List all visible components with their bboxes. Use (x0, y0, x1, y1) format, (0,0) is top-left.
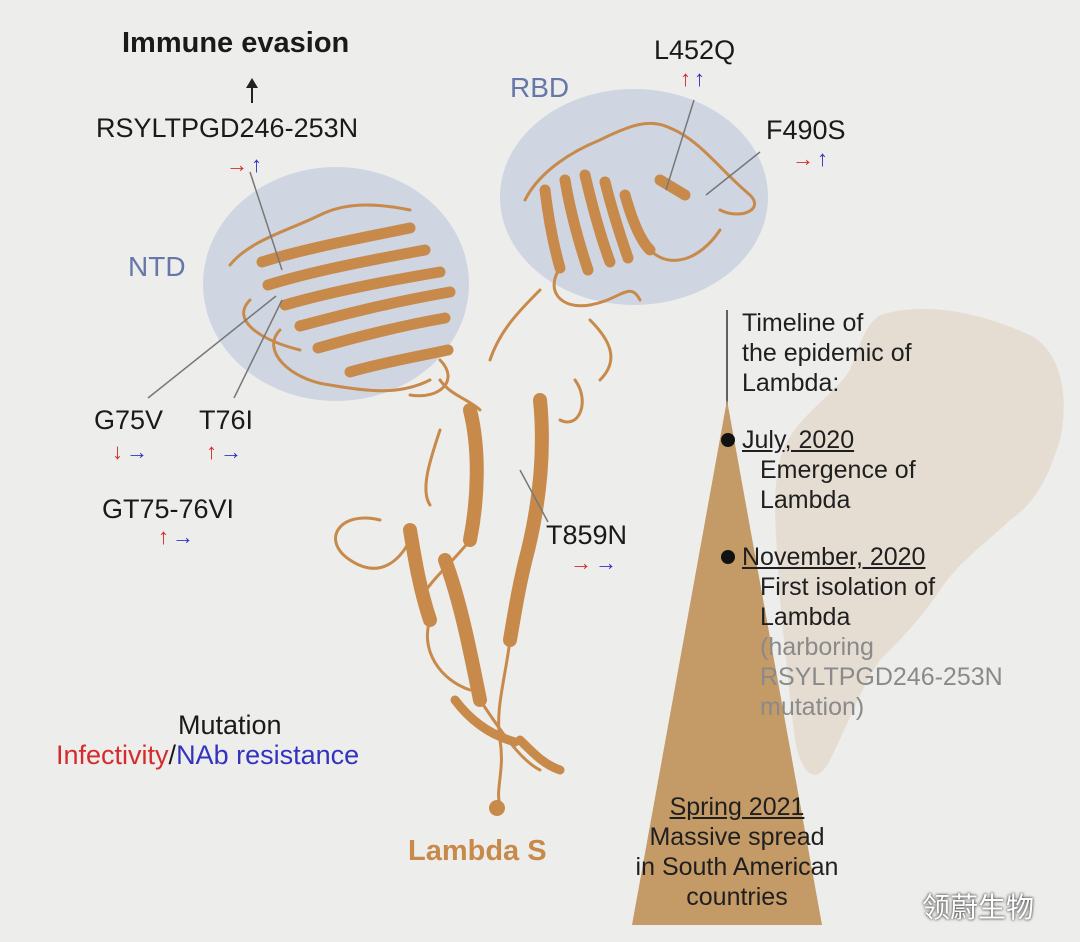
spring-line: Massive spread (649, 823, 825, 851)
leader-lines (147, 99, 761, 523)
spring-line: in South American (635, 853, 839, 881)
l452q-effect-arrows: ↑↑ (680, 66, 708, 92)
event-date: July, 2020 (742, 426, 855, 454)
spread-cone (632, 400, 822, 925)
event-note: mutation) (760, 693, 865, 721)
spring-line: countries (686, 883, 788, 911)
nab-right-arrow-icon: → (595, 550, 620, 575)
event-line: Lambda (760, 603, 851, 631)
timeline-event-july-2020: July, 2020 Emergence of Lambda (742, 425, 916, 515)
t859n-effect-arrows: →→ (570, 550, 620, 576)
lambda-s-label: Lambda S (408, 835, 547, 867)
timeline-dot-july-2020 (721, 433, 735, 447)
mutation-g75v: G75V (94, 405, 164, 435)
timeline-spring-2021: Spring 2021 Massive spread in South Amer… (602, 792, 872, 912)
rbd-label: RBD (510, 72, 570, 103)
legend-title: Mutation (178, 710, 282, 740)
infectivity-right-arrow-icon: → (792, 146, 817, 171)
nab-right-arrow-icon: → (220, 439, 245, 464)
event-note: (harboring (760, 633, 874, 661)
timeline-title: Timeline of the epidemic of Lambda: (742, 309, 912, 397)
infectivity-up-arrow-icon: ↑ (158, 524, 172, 549)
infectivity-right-arrow-icon: → (226, 152, 251, 177)
mutation-t859n: T859N (546, 520, 628, 550)
event-line: Emergence of (760, 456, 916, 484)
nab-up-arrow-icon: ↑ (251, 152, 265, 177)
nab-up-arrow-icon: ↑ (694, 66, 708, 91)
rsyltpgd-effect-arrows: →↑ (226, 152, 265, 178)
rbd-region-circle (500, 89, 768, 305)
mutation-gt75-76vi: GT75-76VI (102, 494, 235, 524)
legend-separator: / (168, 740, 177, 770)
mutation-l452q: L452Q (654, 35, 736, 65)
legend-row: Infectivity/NAb resistance (56, 740, 359, 771)
watermark: 领蔚生物 (922, 892, 1035, 923)
infectivity-right-arrow-icon: → (570, 550, 595, 575)
south-america-map (775, 308, 1064, 775)
infectivity-up-arrow-icon: ↑ (680, 66, 694, 91)
mutation-f490s: F490S (766, 115, 846, 145)
event-line: Lambda (760, 486, 851, 514)
timeline-dot-november-2020 (721, 550, 735, 564)
infectivity-down-arrow-icon: ↓ (112, 439, 126, 464)
lambda-spike-structure (228, 121, 757, 816)
gt75-76vi-effect-arrows: ↑→ (158, 524, 197, 550)
event-date: November, 2020 (742, 543, 926, 571)
infectivity-up-arrow-icon: ↑ (206, 439, 220, 464)
immune-evasion-heading: Immune evasion (122, 27, 350, 59)
nab-right-arrow-icon: → (126, 439, 151, 464)
nab-up-arrow-icon: ↑ (817, 146, 831, 171)
mutation-rsyltpgd246-253n: RSYLTPGD246-253N (96, 113, 359, 143)
f490s-effect-arrows: →↑ (792, 146, 831, 172)
timeline-event-november-2020: November, 2020 First isolation of Lambda… (742, 542, 1003, 722)
legend-infectivity: Infectivity (56, 740, 169, 770)
ntd-label: NTD (128, 251, 186, 282)
event-line: First isolation of (760, 573, 936, 601)
event-note: RSYLTPGD246-253N (760, 663, 1003, 691)
legend-nab-resistance: NAb resistance (176, 740, 360, 770)
g75v-effect-arrows: ↓→ (112, 439, 151, 465)
spring-date: Spring 2021 (669, 793, 805, 821)
mutation-t76i: T76I (199, 405, 254, 435)
up-arrow-icon (246, 78, 258, 103)
ntd-region-circle (203, 167, 469, 401)
t76i-effect-arrows: ↑→ (206, 439, 245, 465)
nab-right-arrow-icon: → (172, 524, 197, 549)
